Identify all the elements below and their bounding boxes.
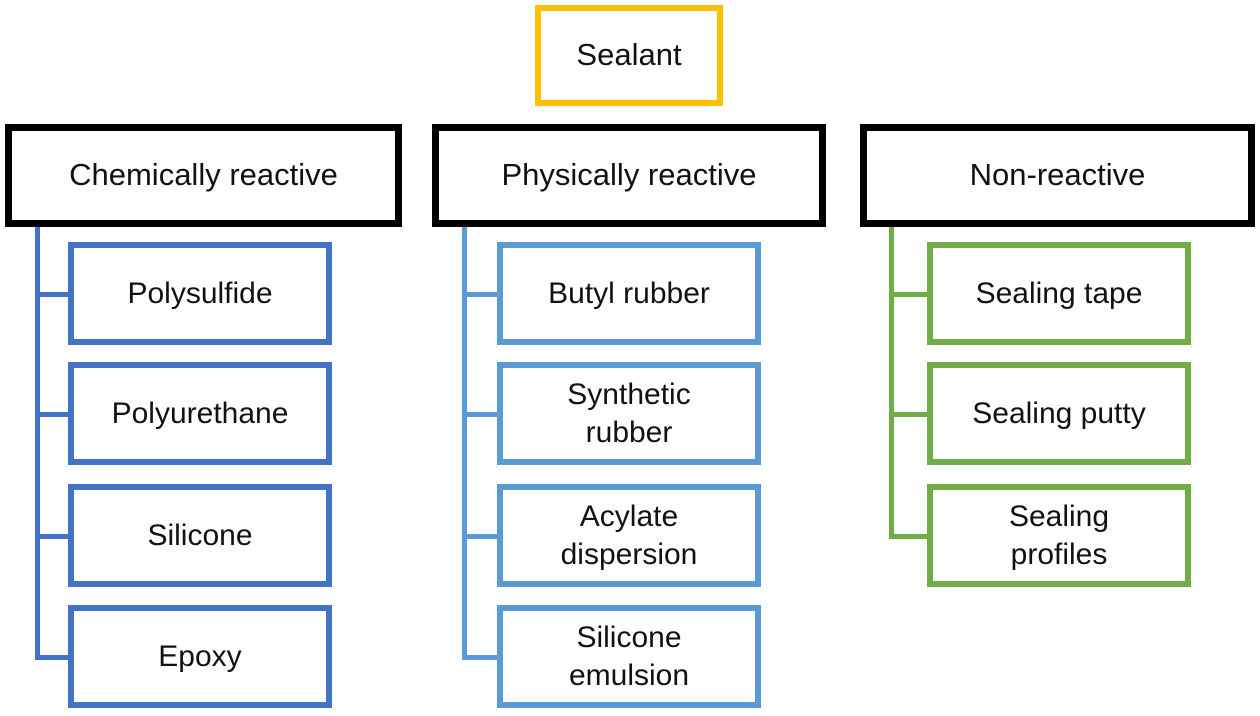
tree-connector-vertical — [889, 227, 894, 539]
child-label: Polysulfide — [127, 276, 273, 310]
category-node-chemically-reactive: Chemically reactive — [5, 124, 402, 227]
child-node-silicone: Silicone — [68, 484, 332, 587]
child-node-sealing-tape: Sealing tape — [927, 242, 1191, 345]
tree-connector-branch — [889, 533, 929, 539]
child-node-synthetic-rubber: Synthetic rubber — [497, 362, 761, 465]
tree-connector-vertical — [35, 227, 40, 660]
tree-connector-branch — [462, 411, 499, 417]
child-label: Epoxy — [158, 639, 242, 673]
tree-connector-branch — [35, 533, 70, 539]
category-label: Chemically reactive — [69, 157, 338, 193]
tree-connector-branch — [35, 654, 70, 660]
tree-connector-branch — [462, 291, 499, 297]
child-node-butyl-rubber: Butyl rubber — [497, 242, 761, 345]
child-node-sealing-putty: Sealing putty — [927, 362, 1191, 465]
child-label: Silicone emulsion — [568, 621, 690, 692]
child-label: Butyl rubber — [548, 276, 710, 310]
tree-connector-branch — [462, 654, 499, 660]
category-node-physically-reactive: Physically reactive — [432, 124, 826, 227]
child-label: Sealing tape — [975, 276, 1143, 310]
category-label: Physically reactive — [501, 157, 757, 193]
child-label: Silicone — [147, 518, 253, 552]
tree-connector-branch — [35, 291, 70, 297]
child-node-epoxy: Epoxy — [68, 605, 332, 708]
child-node-polyurethane: Polyurethane — [68, 362, 332, 465]
tree-connector-vertical — [462, 227, 467, 660]
child-label: Sealing putty — [972, 396, 1146, 430]
root-node-sealant: Sealant — [535, 5, 723, 106]
child-node-polysulfide: Polysulfide — [68, 242, 332, 345]
tree-connector-branch — [35, 411, 70, 417]
child-label: Sealing profiles — [1008, 500, 1110, 571]
tree-connector-branch — [889, 291, 929, 297]
child-node-acylate-dispersion: Acylate dispersion — [497, 484, 761, 587]
category-node-non-reactive: Non-reactive — [860, 124, 1255, 227]
root-label: Sealant — [576, 37, 682, 73]
category-label: Non-reactive — [969, 157, 1146, 193]
child-label: Synthetic rubber — [567, 378, 691, 449]
child-node-sealing-profiles: Sealing profiles — [927, 484, 1191, 587]
child-node-silicone-emulsion: Silicone emulsion — [497, 605, 761, 708]
tree-connector-branch — [462, 533, 499, 539]
tree-connector-branch — [889, 411, 929, 417]
child-label: Acylate dispersion — [560, 500, 698, 571]
child-label: Polyurethane — [111, 396, 289, 430]
